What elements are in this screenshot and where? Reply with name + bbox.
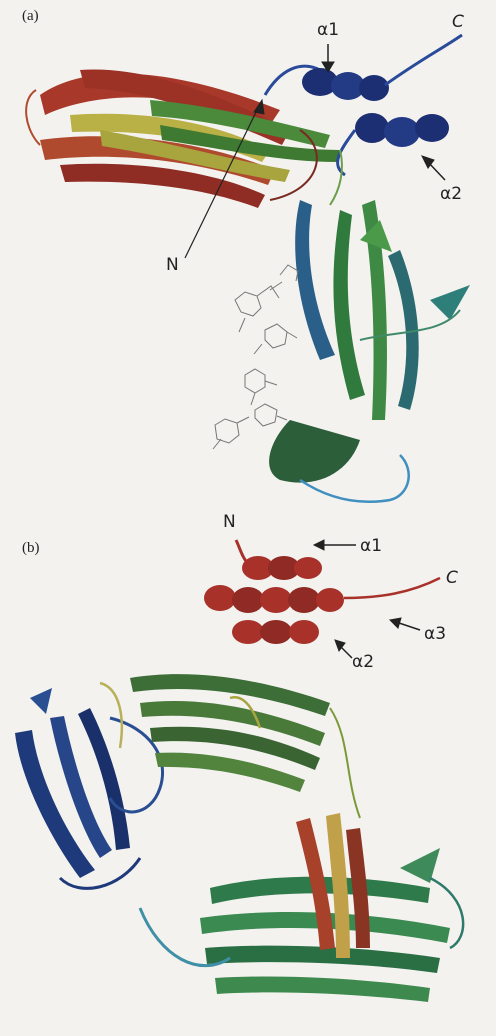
arrow-b1-head [314,540,324,550]
helix-b2-turn-2 [260,620,292,644]
arrowhead-bot [400,848,440,883]
helix-a1-turn-3 [359,75,389,101]
loop-blue-c [385,35,462,85]
strand-teal-1 [388,250,419,410]
panel-b-left-domain [15,688,163,888]
panel-b-structure [0,518,496,1036]
panel-a-structure [0,0,496,518]
panel-a-oligosaccharide [213,265,298,449]
linker-b [330,708,360,818]
label-c-b: C [446,568,458,588]
helix-b3-turn-2 [232,587,264,613]
helix-b3-turn-4 [288,587,320,613]
helix-b2-turn-3 [289,620,319,644]
helix-b2-turn-1 [232,620,264,644]
sugar-ring-6 [270,265,298,290]
strand-bot-4 [215,976,430,1002]
label-alpha3-b: α3 [424,624,446,644]
helix-a2-turn-2 [384,117,420,147]
label-alpha1-b: α1 [360,536,382,556]
panel-b-mid-domain [100,674,360,818]
panel-b: (b) [0,518,496,1036]
helix-a2-turn-1 [355,113,389,143]
helix-b3-turn-1 [204,585,236,611]
panel-a: (a) [0,0,496,518]
sugar-ring-1 [235,286,279,332]
strand-lo-bottom [269,420,360,483]
strand-mid-4 [155,753,305,792]
label-n-b: N [223,512,236,532]
label-n-a: N [166,255,179,275]
label-c-a: C [452,12,464,32]
strand-green-lo-1 [333,210,365,400]
strand-blue-1 [295,200,335,360]
sugar-ring-3 [245,369,277,405]
helix-b3-turn-3 [260,587,292,613]
label-alpha2-b: α2 [352,652,374,672]
loop-red [26,90,40,145]
sugar-ring-4 [213,417,249,449]
panel-a-upper-sheet [26,70,340,208]
sugar-ring-5 [255,404,287,426]
strand-bot-3 [205,946,440,973]
panel-b-helices [204,540,440,644]
loop-red-c [344,578,440,598]
arrowhead-teal [430,285,470,320]
sugar-ring-2 [254,324,297,354]
helix-b1-turn-3 [294,557,322,579]
arrowhead-blue-1 [30,688,52,714]
helix-b3-turn-5 [316,588,344,612]
panel-b-bottom-domain [140,813,463,1002]
label-alpha2-a: α2 [440,184,462,204]
label-alpha1-a: α1 [317,20,339,40]
arrow-b3-head [390,618,401,628]
helix-a2-turn-3 [415,114,449,142]
